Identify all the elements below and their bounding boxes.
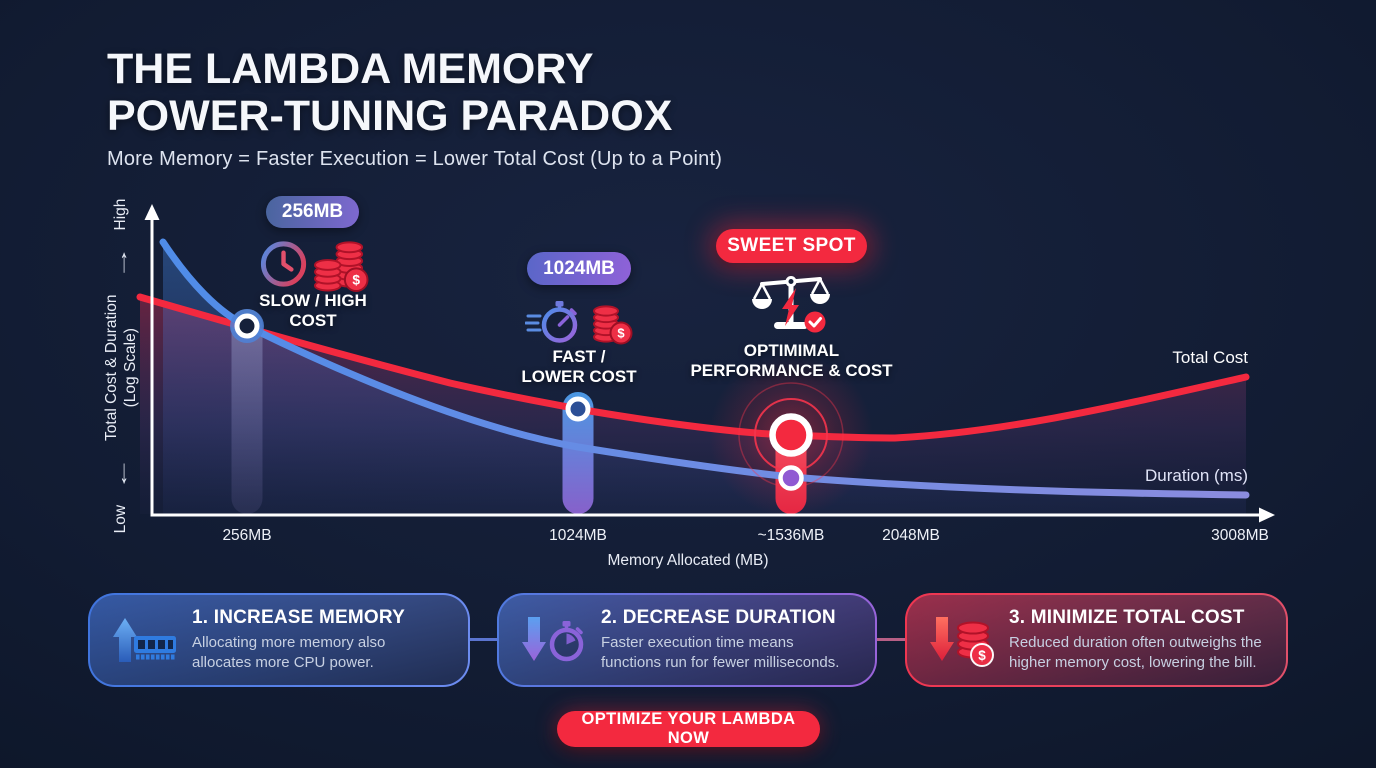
caption-1024-line2: LOWER COST [521, 367, 637, 386]
cta-button[interactable]: OPTIMIZE YOUR LAMBDA NOW [557, 710, 820, 747]
step-card-increase-memory: 1. INCREASE MEMORY Allocating more memor… [88, 593, 470, 687]
badge-1024mb: 1024MB [527, 252, 631, 285]
page-subtitle: More Memory = Faster Execution = Lower T… [107, 148, 723, 170]
badge-256mb: 256MB [266, 196, 359, 228]
duration-down-icon [522, 617, 584, 662]
step-title: 3. MINIMIZE TOTAL COST [1009, 607, 1245, 628]
annotation-icons-256: $ [258, 236, 370, 292]
step-title: 1. INCREASE MEMORY [192, 607, 405, 628]
caption-256-line1: SLOW / HIGH [259, 291, 367, 310]
clock-icon [260, 241, 307, 287]
caption-1024-line1: FAST / [552, 347, 606, 366]
step-title: 2. DECREASE DURATION [601, 607, 836, 628]
marker-sweet-cost [769, 413, 813, 457]
y-axis-title-line1: Total Cost & Duration [103, 294, 120, 441]
dollar-glyph: $ [978, 648, 986, 663]
duration-area-fill [163, 242, 1246, 514]
memory-up-icon [113, 618, 176, 662]
arrow-to-high-icon: → [110, 245, 131, 280]
step-card-text: 2. DECREASE DURATION Faster execution ti… [601, 607, 839, 673]
check-badge-icon [804, 311, 826, 333]
bar-1024mb [562, 392, 594, 514]
arrow-to-low-icon: ← [110, 455, 131, 491]
step-body-line2: higher memory cost, lowering the bill. [1009, 654, 1257, 671]
page-title-line2: POWER-TUNING PARADOX [107, 92, 673, 140]
fast-stopwatch-icon [524, 301, 577, 343]
x-axis-title: Memory Allocated (MB) [607, 552, 769, 569]
step-body-line1: Reduced duration often outweighs the [1009, 634, 1262, 651]
marker-256 [234, 313, 260, 339]
y-axis-title: Total Cost & Duration (Log Scale) [102, 294, 140, 440]
x-tick-1536: ~1536MB [757, 527, 825, 544]
bar-256mb [231, 309, 263, 514]
caption-sweet-line1: OPTIMIMAL [743, 341, 840, 360]
badge-sweet-spot: SWEET SPOT [716, 229, 867, 263]
y-axis-low-label: Low [112, 504, 129, 534]
step-body-line2: allocates more CPU power. [192, 654, 374, 671]
caption-sweet: OPTIMIMAL PERFORMANCE & COST [689, 341, 894, 381]
caption-256-line2: COST [289, 311, 337, 330]
step-card-text: 3. MINIMIZE TOTAL COST Reduced duration … [1009, 607, 1262, 673]
card-connector-1 [468, 638, 499, 641]
card-connector-2 [875, 638, 907, 641]
dollar-glyph: $ [352, 273, 360, 288]
x-tick-1024: 1024MB [549, 527, 607, 544]
step-card-decrease-duration: 2. DECREASE DURATION Faster execution ti… [497, 593, 877, 687]
y-axis-arrowhead [144, 204, 160, 220]
step-card-minimize-cost: $ 3. MINIMIZE TOTAL COST Reduced duratio… [905, 593, 1288, 687]
coins-icon: $ [592, 305, 632, 345]
lightning-bolt-icon [782, 288, 799, 326]
coins-icon: $ [314, 241, 369, 292]
balance-scale-icon [748, 266, 834, 340]
step-card-text: 1. INCREASE MEMORY Allocating more memor… [192, 607, 405, 673]
legend-total-cost: Total Cost [1172, 348, 1248, 367]
cost-down-icon: $ [930, 617, 994, 667]
step-body-line1: Allocating more memory also [192, 634, 386, 651]
total-cost-curve [136, 293, 1250, 442]
step-body-line1: Faster execution time means [601, 634, 794, 651]
caption-256: SLOW / HIGH COST [233, 291, 393, 331]
page-title: THE LAMBDA MEMORY POWER-TUNING PARADOX [107, 46, 672, 140]
x-tick-2048: 2048MB [882, 527, 940, 544]
caption-1024: FAST / LOWER COST [499, 347, 659, 387]
marker-1024 [565, 396, 591, 422]
y-axis-title-line2: (Log Scale) [122, 328, 139, 408]
marker-sweet-duration [778, 465, 804, 491]
x-tick-3008: 3008MB [1211, 527, 1269, 544]
x-tick-256: 256MB [222, 527, 272, 544]
legend-duration: Duration (ms) [1145, 466, 1248, 485]
y-axis-high-label: High [112, 198, 129, 231]
step-body-line2: functions run for fewer milliseconds. [601, 654, 840, 671]
annotation-icons-1024: $ [522, 295, 636, 347]
caption-sweet-line2: PERFORMANCE & COST [690, 361, 893, 380]
page-title-line1: THE LAMBDA MEMORY [107, 45, 594, 93]
x-axis-arrowhead [1259, 507, 1275, 523]
dollar-glyph: $ [617, 326, 625, 341]
